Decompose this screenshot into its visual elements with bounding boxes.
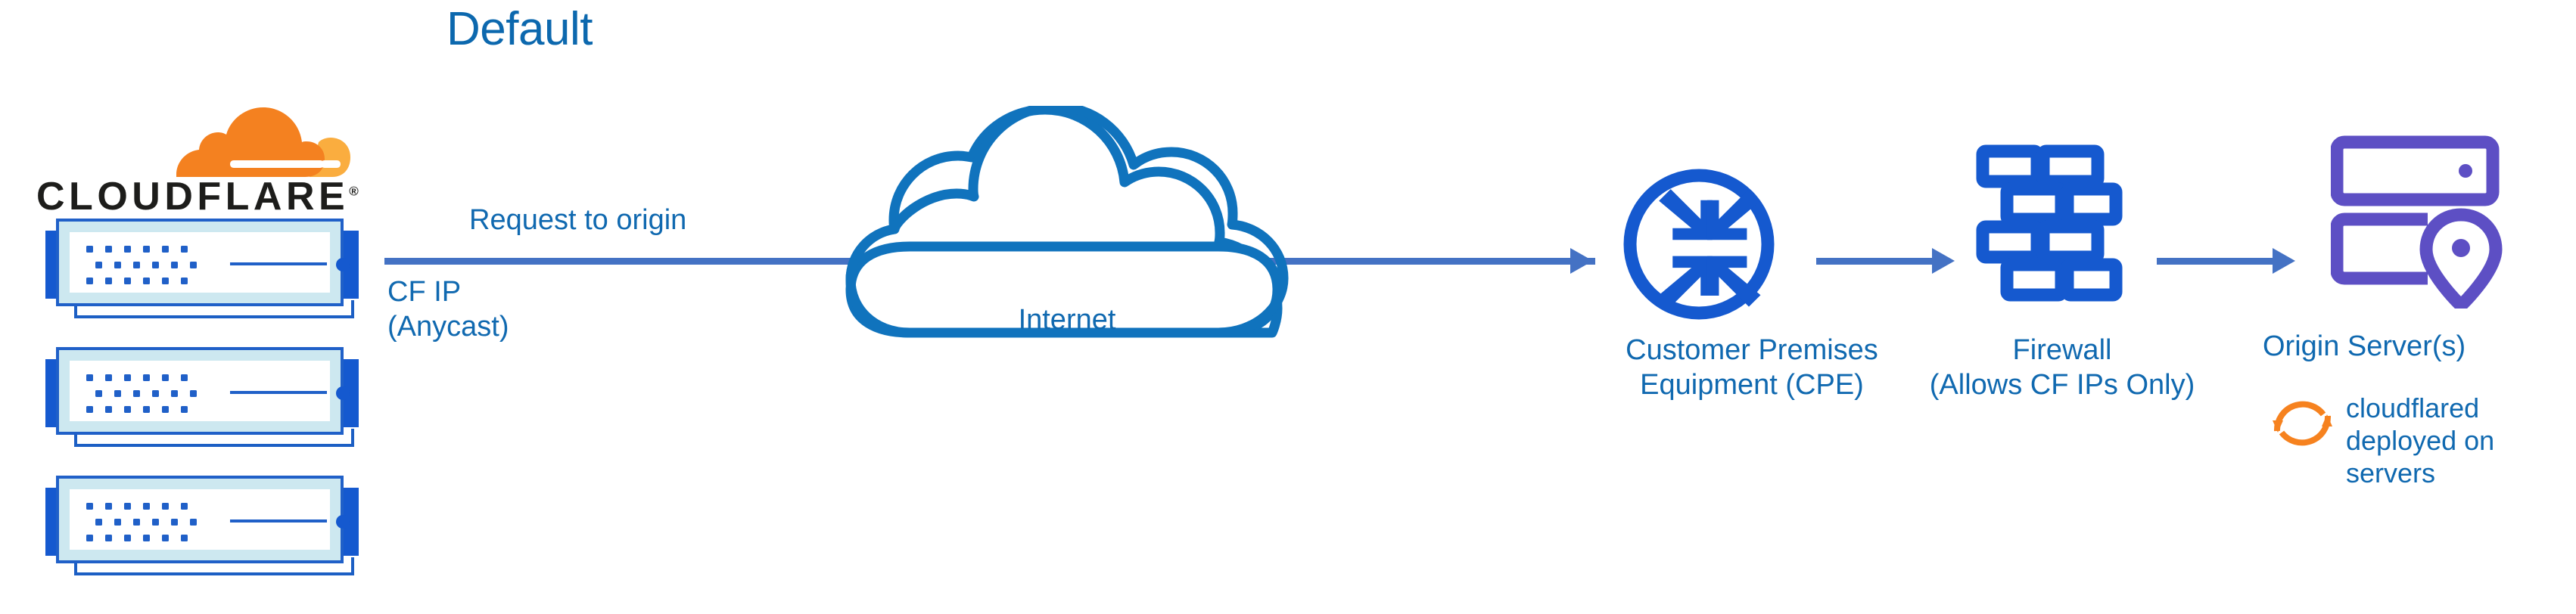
cloudflare-edge-server-1 — [14, 217, 369, 323]
cloudflare-edge-server-2 — [14, 346, 369, 451]
rack-led-indicator — [336, 515, 350, 529]
cloudflare-cloud-logo-icon — [176, 98, 350, 178]
cloudflare-edge-server-3 — [14, 474, 369, 580]
rack-status-line — [230, 519, 327, 523]
page-title: Default — [446, 3, 593, 55]
cloudflare-wordmark: CLOUDFLARE® — [36, 174, 359, 219]
arrow-cpe-to-firewall-line — [1816, 258, 1937, 265]
rack-vent-dots — [86, 246, 204, 285]
cf-ip-anycast-label: CF IP (Anycast) — [387, 276, 509, 343]
rack-led-indicator — [336, 258, 350, 271]
wordmark-text: CLOUDFLARE — [36, 175, 350, 219]
request-to-origin-label: Request to origin — [469, 204, 687, 236]
sync-circular-arrows-icon — [2266, 387, 2338, 459]
cpe-label: Customer Premises Equipment (CPE) — [1626, 334, 1878, 401]
rack-body — [56, 219, 350, 306]
brick-wall-icon — [1974, 144, 2125, 310]
arrow-request-to-cpe-head — [1570, 248, 1593, 274]
router-four-arrows-icon — [1619, 165, 1778, 324]
internet-label: Internet — [1018, 304, 1116, 336]
rack-led-indicator — [336, 386, 350, 400]
registered-mark: ® — [349, 184, 359, 199]
rack-status-line — [230, 262, 327, 265]
arrow-firewall-to-origin-line — [2157, 258, 2278, 265]
rack-body — [56, 476, 350, 563]
rack-vent-dots — [86, 503, 204, 542]
internet-cloud-icon — [840, 101, 1294, 340]
firewall-label: Firewall (Allows CF IPs Only) — [1929, 334, 2195, 401]
rack-panel — [70, 232, 350, 293]
server-rack-location-pin-icon — [2330, 135, 2505, 312]
rack-panel — [70, 361, 350, 421]
rack-body — [56, 347, 350, 435]
origin-server-label: Origin Server(s) — [2263, 330, 2466, 362]
arrow-cpe-to-firewall-head — [1932, 248, 1955, 274]
rack-status-line — [230, 391, 327, 394]
cloudflare-logo: CLOUDFLARE® — [36, 98, 359, 219]
cloudflared-label: cloudflared deployed on servers — [2346, 392, 2495, 488]
arrow-firewall-to-origin-head — [2273, 248, 2295, 274]
rack-vent-dots — [86, 374, 204, 414]
rack-panel — [70, 489, 350, 550]
